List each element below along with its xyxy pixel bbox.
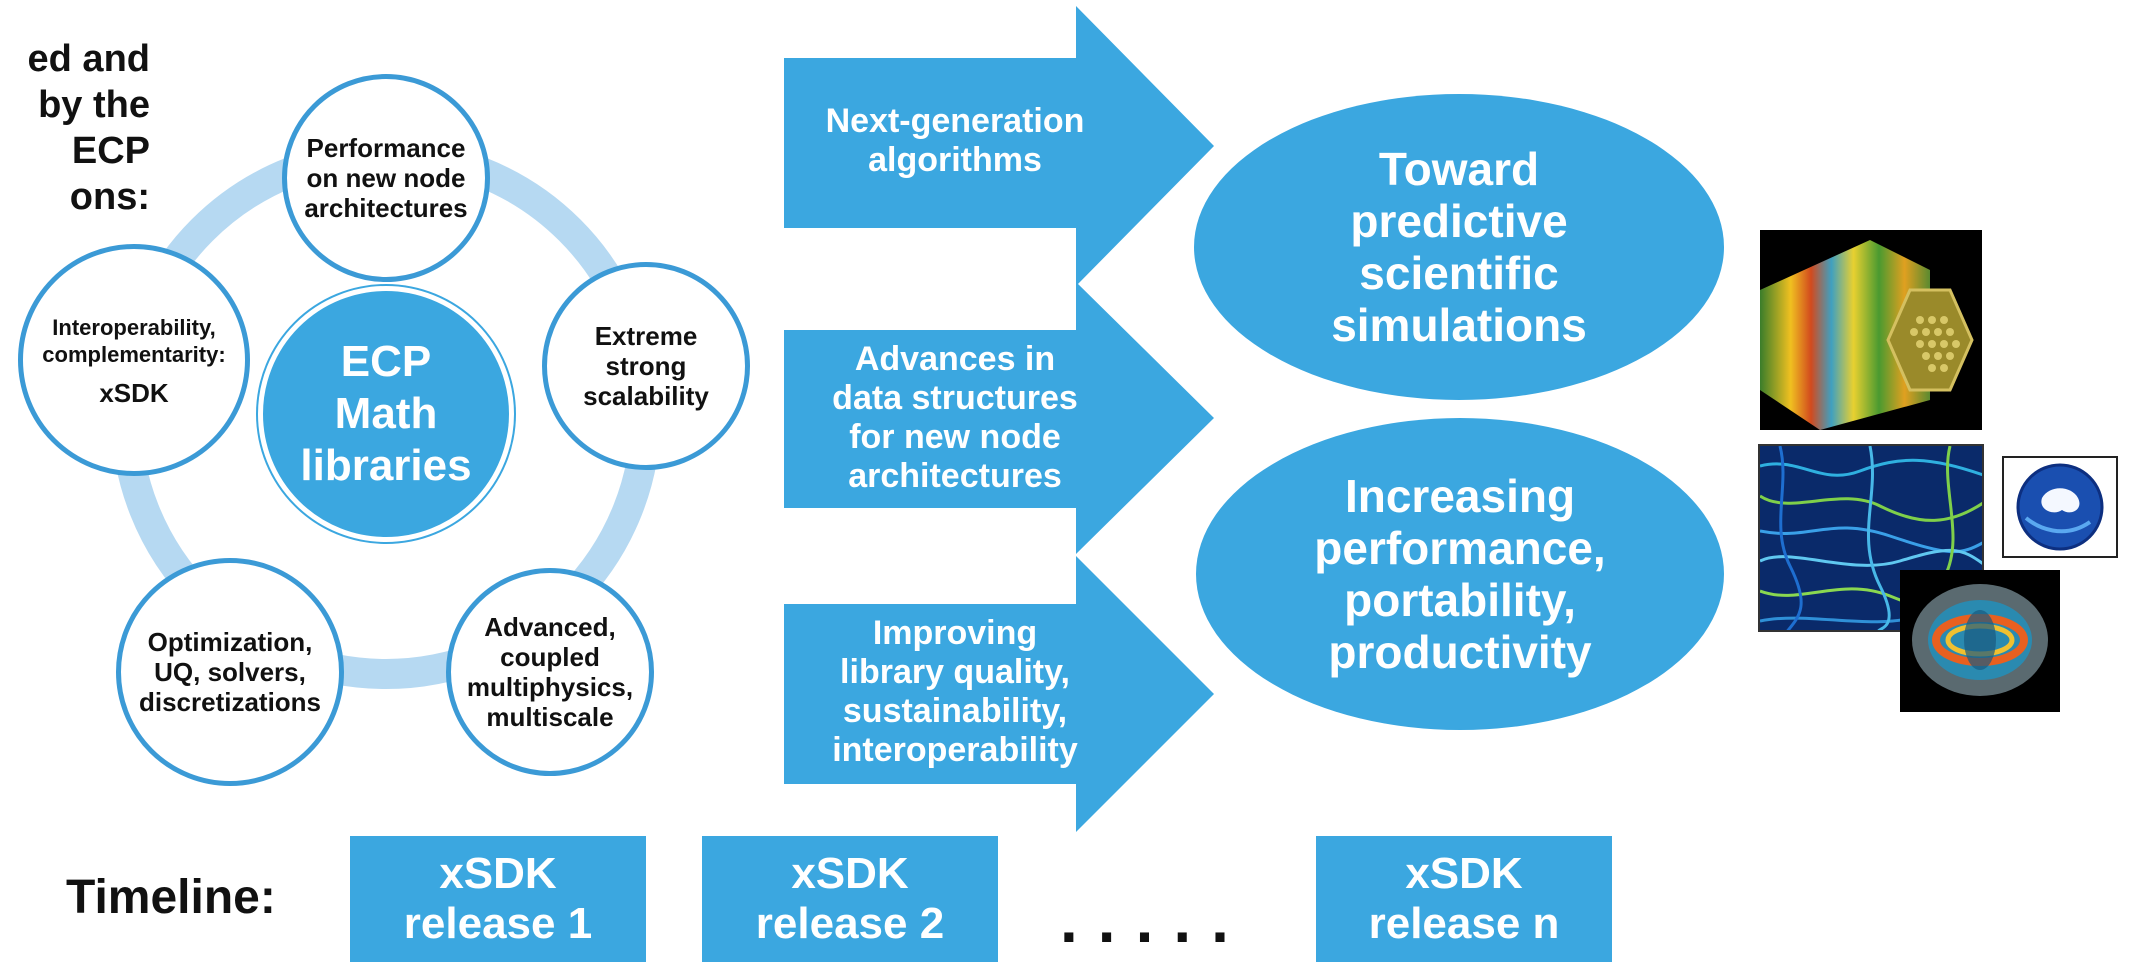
arrow-2 (784, 282, 1214, 554)
node-optimization: Optimization, UQ, solvers, discretizatio… (116, 558, 344, 786)
release-line: xSDK (439, 849, 557, 898)
arrow-line: algorithms (868, 141, 1042, 179)
arrow-line: Improving (872, 614, 1038, 652)
goal-line: scientific (1359, 247, 1559, 299)
node-line: architectures (304, 193, 468, 223)
arrow-label-3: Improving library quality, sustainabilit… (790, 614, 1120, 770)
center-line: ECP (340, 337, 432, 386)
goal-line: predictive (1350, 195, 1568, 247)
plasma-art (1912, 584, 2048, 696)
timeline-ellipsis: ..... (1060, 884, 1249, 956)
node-line: Advanced, (484, 612, 616, 642)
goal-increasing-performance: Increasing performance, portability, pro… (1196, 418, 1724, 730)
arrow-line: for new node (849, 418, 1061, 456)
goal-line: simulations (1331, 299, 1587, 351)
center-line: Math (334, 389, 438, 438)
node-interoperability: Interoperability, complementarity: xSDK (18, 244, 250, 476)
goal-line: performance, (1314, 522, 1606, 574)
arrow-1 (784, 6, 1214, 286)
node-line: Optimization, (147, 627, 313, 657)
release-line: xSDK (791, 849, 909, 898)
arrow-3 (784, 556, 1214, 832)
center-line: libraries (300, 441, 472, 490)
release-line: release 2 (755, 899, 945, 948)
arrow-line: library quality, (840, 653, 1070, 691)
intro-line: ECP (71, 130, 150, 172)
intro-line: by the (38, 84, 150, 126)
node-scalability: Extreme strong scalability (542, 262, 750, 470)
arrow-line: Next-generation (825, 102, 1085, 140)
intro-line: ons: (69, 176, 150, 218)
arrow-line: Advances in (854, 340, 1056, 378)
node-line: Interoperability, (52, 314, 216, 340)
release-line: xSDK (1405, 849, 1523, 898)
intro-text: ed and by the ECP ons: (0, 36, 150, 220)
goal-line: productivity (1328, 626, 1592, 678)
node-line: Performance (306, 133, 466, 163)
fusion-plasma-simulation-image (1900, 570, 2060, 712)
intro-line: ed and (27, 38, 150, 80)
node-multiphysics: Advanced, coupled multiphysics, multisca… (446, 568, 654, 776)
node-line: on new node (306, 163, 466, 193)
goal-line: portability, (1344, 574, 1576, 626)
node-line: strong (605, 351, 687, 381)
globe-art (2016, 463, 2104, 551)
arrow-line: sustainability, (842, 692, 1068, 730)
node-line: discretizations (138, 687, 322, 717)
node-line: scalability (583, 381, 709, 411)
node-line: xSDK (99, 377, 169, 408)
node-line: multiphysics, (466, 672, 634, 702)
arrow-line: data structures (832, 379, 1078, 417)
arrow-label-1: Next-generation algorithms (790, 102, 1120, 180)
node-line: multiscale (486, 702, 614, 732)
node-line: complementarity: (42, 341, 226, 367)
node-performance: Performance on new node architectures (282, 74, 490, 282)
goal-line: Increasing (1344, 470, 1576, 522)
release-box-2: xSDK release 2 (702, 836, 998, 962)
rod-bundle-art (1760, 240, 1974, 430)
release-box-1: xSDK release 1 (350, 836, 646, 962)
hexagonal-rod-bundle-simulation-image (1760, 230, 1982, 430)
globe-climate-simulation-image (2002, 456, 2118, 558)
timeline-label: Timeline: (66, 871, 276, 924)
node-line: coupled (500, 642, 600, 672)
goal-predictive-simulations: Toward predictive scientific simulations (1194, 94, 1724, 400)
node-line: UQ, solvers, (154, 657, 306, 687)
node-line: Extreme (594, 321, 698, 351)
arrow-label-2: Advances in data structures for new node… (790, 340, 1120, 496)
arrow-line: architectures (848, 457, 1062, 495)
ecp-math-libraries-center: ECP Math libraries (258, 286, 514, 542)
release-line: release n (1368, 899, 1560, 948)
release-line: release 1 (403, 899, 593, 948)
release-box-n: xSDK release n (1316, 836, 1612, 962)
goal-line: Toward (1378, 143, 1540, 195)
arrow-line: interoperability (832, 731, 1078, 769)
